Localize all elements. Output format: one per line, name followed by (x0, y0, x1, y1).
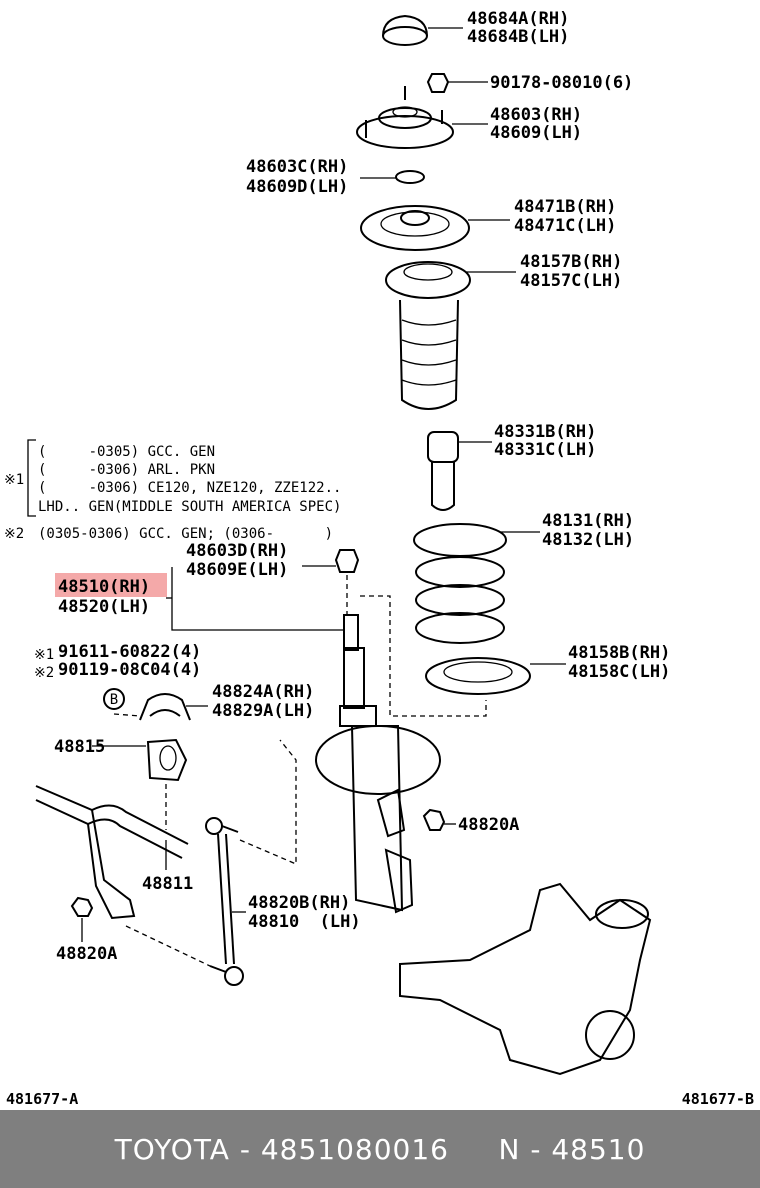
label-48132: 48132(LH) (542, 530, 634, 550)
label-48603d: 48603D(RH) (186, 541, 288, 561)
notes-block: ※1 ( -0305) GCC. GEN ( -0306) ARL. PKN (… (4, 439, 341, 542)
drawing-cap-48684 (382, 14, 428, 46)
label-48471c: 48471C(LH) (514, 216, 616, 236)
parts-diagram: B (4, 9, 754, 1108)
drawing-bushing-48815 (146, 738, 188, 782)
drawing-spring-48131 (413, 523, 507, 644)
drawing-nut-48820a-right (422, 808, 446, 831)
label-48820a-left: 48820A (56, 944, 117, 964)
label-48609: 48609(LH) (490, 123, 582, 143)
mark-2: ※2 (4, 526, 24, 542)
dash-b-bracket (113, 713, 141, 717)
label-48331b: 48331B(RH) (494, 422, 596, 442)
label-48815: 48815 (54, 737, 105, 757)
label-48684b: 48684B(LH) (467, 27, 569, 47)
drawing-seat-48158 (425, 657, 531, 695)
drawing-support-48603 (356, 86, 454, 149)
label-48158c: 48158C(LH) (568, 662, 670, 682)
drawing-nut-48603d (334, 549, 360, 615)
leader-lines (81, 27, 566, 942)
label-48520: 48520(LH) (58, 597, 150, 617)
label-48603: 48603(RH) (490, 105, 582, 125)
label-48157b: 48157B(RH) (520, 252, 622, 272)
label-48131: 48131(RH) (542, 511, 634, 531)
mark-2-second: ※2 (34, 665, 54, 681)
label-48811: 48811 (142, 874, 193, 894)
drawing-bearing-48603c (395, 170, 425, 184)
label-48471b: 48471B(RH) (514, 197, 616, 217)
label-48824a: 48824A(RH) (212, 682, 314, 702)
note-line-3: ( -0306) CE120, NZE120, ZZE122.. (38, 480, 341, 496)
label-48510[interactable]: 48510(RH) (58, 577, 150, 597)
label-48609e: 48609E(LH) (186, 560, 288, 580)
mark-1-second: ※1 (34, 647, 54, 663)
circle-b-marker: B (103, 688, 125, 710)
label-48609d: 48609D(LH) (246, 177, 348, 197)
note-line-4: LHD.. GEN(MIDDLE SOUTH AMERICA SPEC) (38, 499, 341, 515)
circle-b-label: B (110, 692, 118, 708)
dash-link-strut (239, 739, 297, 865)
label-90119: 90119-08C04(4) (58, 660, 201, 680)
label-48603c: 48603C(RH) (246, 157, 348, 177)
label-48810: 48810 (LH) (248, 912, 361, 932)
drawing-nut-90178 (426, 73, 450, 93)
drawing-strut-48510 (315, 614, 441, 914)
ref-code-right: 481677-B (682, 1090, 754, 1108)
assembly-outline (360, 595, 487, 717)
note-line-5: (0305-0306) GCC. GEN; (0306- ) (38, 526, 333, 542)
label-91611: 91611-60822(4) (58, 642, 201, 662)
label-48331c: 48331C(LH) (494, 440, 596, 460)
mark-1: ※1 (4, 472, 24, 488)
footer-part-number: TOYOTA - 4851080016 N - 48510 (114, 1132, 646, 1166)
label-48158b: 48158B(RH) (568, 643, 670, 663)
label-48820a-right: 48820A (458, 815, 519, 835)
label-90178: 90178-08010(6) (490, 73, 633, 93)
note-line-1: ( -0305) GCC. GEN (38, 444, 215, 460)
drawing-bumper-48157 (385, 261, 471, 410)
drawing-stabilizer-48811 (35, 785, 189, 920)
label-48829a: 48829A(LH) (212, 701, 314, 721)
drawing-bracket-48824 (139, 693, 191, 721)
drawing-knuckle (399, 882, 652, 1076)
label-48157c: 48157C(LH) (520, 271, 622, 291)
note-line-2: ( -0306) ARL. PKN (38, 462, 215, 478)
selected-part-highlight (55, 573, 167, 597)
drawing-bumpstop-48331 (427, 431, 459, 511)
drawing-link-48820b (205, 817, 244, 986)
dash-stabilizer-link (125, 925, 211, 967)
label-48684a: 48684A(RH) (467, 9, 569, 29)
ref-code-left: 481677-A (6, 1090, 78, 1108)
drawing-nut-48820a-left (70, 896, 94, 917)
label-48820b: 48820B(RH) (248, 893, 350, 913)
drawing-seat-48471 (360, 205, 470, 251)
footer-bar: TOYOTA - 4851080016 N - 48510 (0, 1110, 760, 1188)
